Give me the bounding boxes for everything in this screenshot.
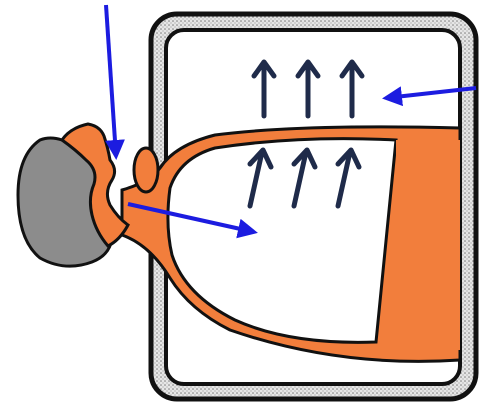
airflow-arrow-icon	[106, 5, 116, 156]
neck-icon	[134, 148, 158, 192]
leg-region	[396, 140, 460, 350]
